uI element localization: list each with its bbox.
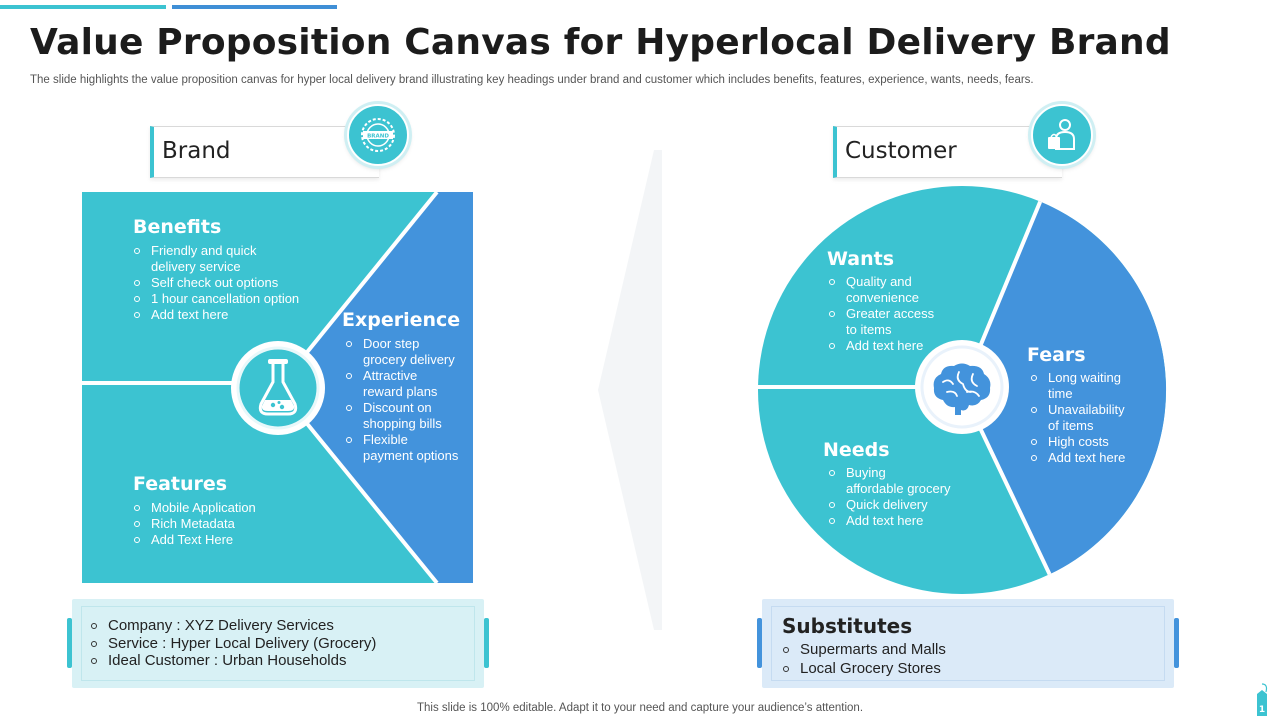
- substitutes-accent-left: [757, 618, 762, 668]
- accent-bar-blue: [172, 5, 337, 9]
- list-item: reward plans: [363, 384, 438, 399]
- benefits-list: Friendly and quick delivery service Self…: [133, 243, 299, 323]
- experience-list: Door step grocery delivery Attractive re…: [345, 336, 458, 464]
- list-item: Ideal Customer : Urban Households: [90, 652, 376, 670]
- list-item: delivery service: [151, 259, 241, 274]
- list-item: Friendly and quick: [133, 243, 299, 259]
- experience-heading: Experience: [342, 309, 461, 331]
- brand-header-label: Brand: [162, 138, 231, 164]
- list-item: Flexible: [345, 432, 458, 448]
- list-item: payment options: [363, 448, 459, 463]
- fears-heading: Fears: [1027, 344, 1086, 366]
- benefits-heading: Benefits: [133, 216, 222, 238]
- list-item: Add text here: [133, 307, 299, 323]
- list-item: Company : XYZ Delivery Services: [90, 617, 376, 635]
- list-item: affordable grocery: [846, 481, 951, 496]
- page-title: Value Proposition Canvas for Hyperlocal …: [30, 22, 1171, 63]
- features-list: Mobile Application Rich Metadata Add Tex…: [133, 500, 256, 548]
- brand-canvas-square: [82, 192, 473, 584]
- list-item: Add text here: [1030, 450, 1125, 466]
- list-item: time: [1048, 386, 1073, 401]
- list-item: Add Text Here: [133, 532, 256, 548]
- list-item: convenience: [846, 290, 919, 305]
- list-item: Service : Hyper Local Delivery (Grocery): [90, 635, 376, 653]
- list-item: Rich Metadata: [133, 516, 256, 532]
- list-item: of items: [1048, 418, 1094, 433]
- list-item: Long waiting: [1030, 370, 1125, 386]
- fears-segment: [962, 201, 1167, 575]
- wants-list: Quality and convenience Greater access t…: [828, 274, 934, 354]
- center-divider-chevron: [598, 150, 662, 630]
- shopper-icon: [1048, 119, 1075, 150]
- customer-badge: [1031, 104, 1093, 166]
- footer-note: This slide is 100% editable. Adapt it to…: [416, 702, 864, 714]
- list-item: Discount on: [345, 400, 458, 416]
- customer-header-tab: Customer: [833, 126, 1062, 178]
- list-item: 1 hour cancellation option: [133, 291, 299, 307]
- brain-icon: [933, 363, 991, 415]
- needs-heading: Needs: [823, 439, 890, 461]
- list-item: Self check out options: [133, 275, 299, 291]
- flask-icon: [258, 359, 298, 416]
- page-tag-icon: 1: [1257, 683, 1268, 716]
- wants-heading: Wants: [827, 248, 895, 270]
- substitutes-list: Supermarts and Malls Local Grocery Store…: [782, 641, 946, 678]
- brand-info-accent-right: [484, 618, 489, 668]
- list-item: Buying: [828, 465, 951, 481]
- list-item: Local Grocery Stores: [782, 660, 946, 679]
- brand-header-tab: Brand: [150, 126, 379, 178]
- list-item: Door step: [345, 336, 458, 352]
- substitutes-box: Substitutes Supermarts and Malls Local G…: [762, 599, 1174, 688]
- list-item: Mobile Application: [133, 500, 256, 516]
- needs-list: Buying affordable grocery Quick delivery…: [828, 465, 951, 529]
- list-item: Supermarts and Malls: [782, 641, 946, 660]
- page-subtitle: The slide highlights the value propositi…: [30, 74, 1034, 86]
- brand-info-accent-left: [67, 618, 72, 668]
- list-item: High costs: [1030, 434, 1125, 450]
- list-item: Unavailability: [1030, 402, 1125, 418]
- list-item: Quick delivery: [828, 497, 951, 513]
- substitutes-accent-right: [1174, 618, 1179, 668]
- features-heading: Features: [133, 473, 228, 495]
- svg-text:BRAND: BRAND: [367, 134, 389, 140]
- svg-text:1: 1: [1259, 705, 1265, 715]
- list-item: Quality and: [828, 274, 934, 290]
- list-item: to items: [846, 322, 892, 337]
- brand-info-box: Company : XYZ Delivery Services Service …: [72, 599, 484, 688]
- experience-segment: [278, 192, 473, 583]
- list-item: Attractive: [345, 368, 458, 384]
- substitutes-heading: Substitutes: [782, 614, 913, 638]
- list-item: Greater access: [828, 306, 934, 322]
- fears-list: Long waiting time Unavailability of item…: [1030, 370, 1125, 466]
- brand-info-list: Company : XYZ Delivery Services Service …: [90, 617, 376, 670]
- list-item: Add text here: [828, 513, 951, 529]
- list-item: Add text here: [828, 338, 934, 354]
- list-item: grocery delivery: [363, 352, 455, 367]
- accent-bar-teal: [0, 5, 166, 9]
- list-item: shopping bills: [363, 416, 442, 431]
- brand-badge: BRAND: [347, 104, 409, 166]
- brand-stamp-icon: BRAND: [361, 118, 395, 152]
- customer-header-label: Customer: [845, 138, 957, 164]
